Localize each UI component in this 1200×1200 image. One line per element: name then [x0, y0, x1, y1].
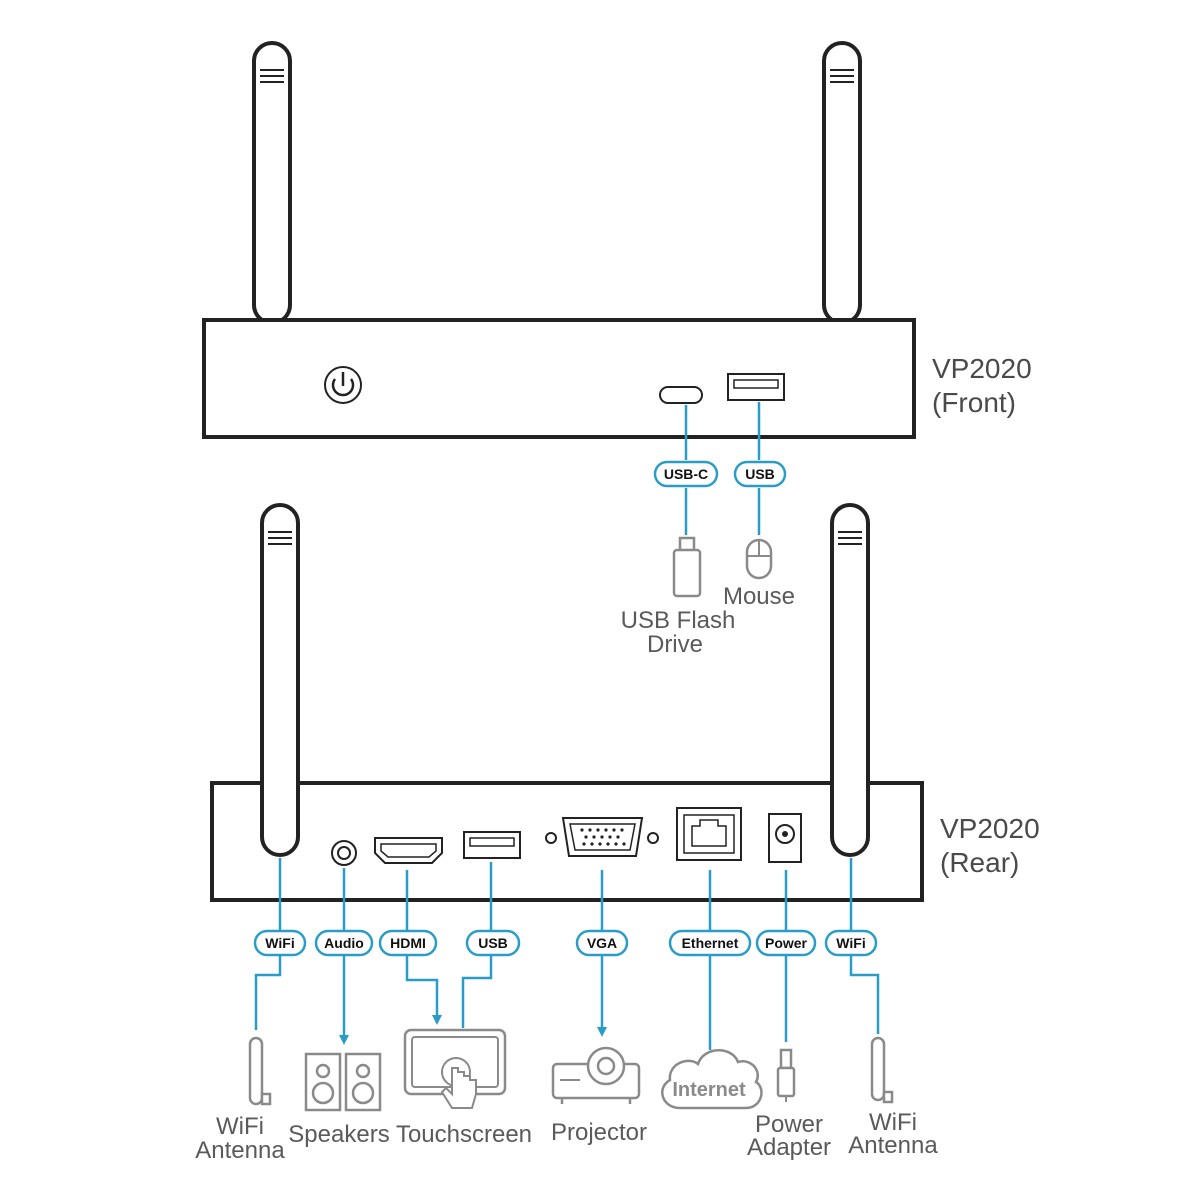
rear-title-line2: (Rear) — [940, 847, 1019, 878]
internet-label: Internet — [672, 1079, 746, 1101]
power-adapter-label-line2: Adapter — [747, 1134, 831, 1161]
rear-usb-port-icon — [463, 831, 521, 859]
wifi-antenna-right-label-line2: Antenna — [848, 1132, 938, 1159]
rear-connectors: WiFi Audio HDMI USB VGA Ethernet Power — [253, 858, 880, 1050]
audio-port-icon — [331, 840, 357, 866]
internet-cloud-icon — [661, 1049, 763, 1110]
power-adapter-label-line1: Power — [755, 1111, 823, 1138]
vga-pill-label: VGA — [587, 935, 617, 951]
wifi-right-pill: WiFi — [824, 929, 878, 957]
front-left-antenna — [252, 41, 292, 325]
usbc-pill: USB-C — [653, 460, 719, 488]
hdmi-pill: HDMI — [378, 929, 438, 957]
front-title-line2: (Front) — [932, 387, 1016, 418]
rear-title-line1: VP2020 — [940, 813, 1040, 844]
rear-usb-pill-label: USB — [478, 935, 508, 951]
audio-pill-label: Audio — [324, 935, 364, 951]
wifi-left-pill: WiFi — [253, 929, 307, 957]
speakers-label: Speakers — [288, 1121, 389, 1148]
ethernet-pill-label: Ethernet — [682, 935, 739, 951]
mouse-label: Mouse — [723, 583, 795, 610]
power-pill: Power — [755, 929, 817, 957]
rear-left-antenna — [260, 503, 300, 857]
front-usbc-port-icon — [659, 386, 703, 404]
front-title-line1: VP2020 — [932, 353, 1032, 384]
ethernet-pill: Ethernet — [668, 929, 752, 957]
front-right-antenna — [822, 41, 862, 325]
flash-drive-label-line1: USB Flash — [621, 607, 736, 634]
projector-icon — [551, 1046, 641, 1104]
ethernet-port-icon — [676, 807, 742, 861]
power-button-icon[interactable] — [324, 366, 362, 404]
front-usb-pill-label: USB — [745, 466, 775, 482]
usbc-pill-label: USB-C — [664, 466, 708, 482]
power-pill-label: Power — [765, 935, 808, 951]
projector-label: Projector — [551, 1119, 647, 1146]
audio-pill: Audio — [314, 929, 374, 957]
flash-drive-label-line2: Drive — [647, 631, 703, 658]
front-usb-port-icon — [727, 373, 785, 401]
power-adapter-icon — [776, 1048, 796, 1102]
rear-usb-pill: USB — [465, 929, 521, 957]
front-device-body — [202, 318, 916, 439]
wifi-antenna-left-label-line1: WiFi — [216, 1113, 264, 1140]
front-unit: VP2020 (Front) — [202, 41, 1032, 439]
wifi-left-pill-label: WiFi — [265, 935, 294, 951]
mouse-icon — [745, 538, 773, 580]
rear-unit: VP2020 (Rear) — [210, 503, 1040, 902]
vga-pill: VGA — [575, 929, 629, 957]
wifi-right-pill-label: WiFi — [836, 935, 865, 951]
front-usb-pill: USB — [733, 460, 787, 488]
speakers-icon — [304, 1052, 382, 1112]
wifi-antenna-left-icon — [248, 1036, 272, 1106]
power-port-icon — [768, 813, 802, 863]
wifi-antenna-right-label-line1: WiFi — [869, 1109, 917, 1136]
hdmi-pill-label: HDMI — [390, 935, 426, 951]
hdmi-port-icon — [374, 837, 443, 864]
touchscreen-label: Touchscreen — [396, 1121, 532, 1148]
wifi-antenna-right-icon — [870, 1036, 894, 1104]
wifi-antenna-left-label-line2: Antenna — [195, 1137, 285, 1164]
front-connectors: USB-C USB — [653, 402, 787, 535]
touchscreen-icon — [403, 1028, 507, 1109]
rear-right-antenna — [830, 503, 870, 857]
usb-flash-drive-icon — [672, 536, 702, 598]
vga-port-icon — [545, 817, 659, 857]
